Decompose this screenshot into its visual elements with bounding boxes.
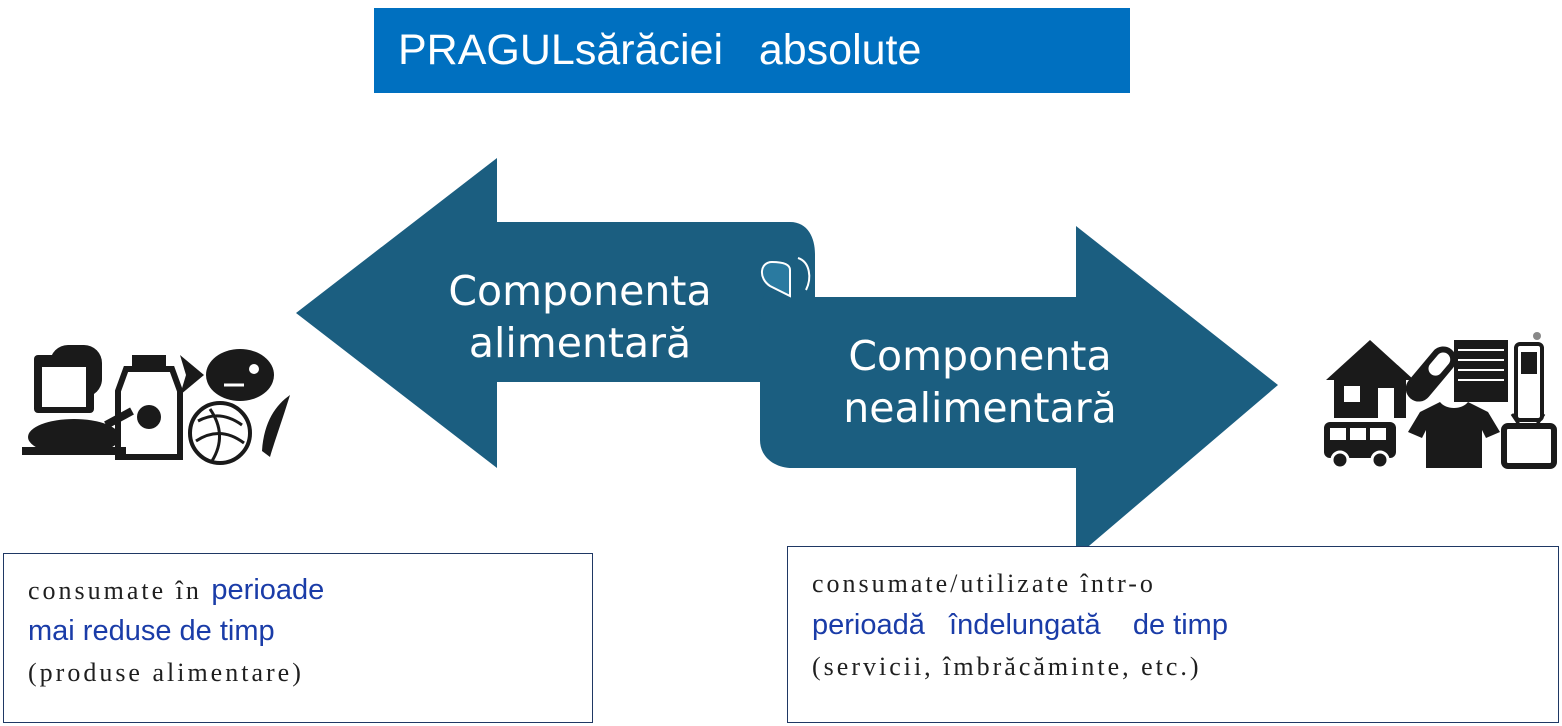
food-icons [22, 345, 290, 465]
house-icon [1326, 340, 1414, 418]
food-desc-periods: perioade [211, 574, 325, 606]
fish-icon [180, 349, 274, 401]
nonfood-desc-line1: consumate/utilizate într-o [812, 569, 1156, 598]
left-label-line1: Componenta [448, 267, 712, 315]
pill-icon [1405, 346, 1457, 402]
scroll-curl [761, 260, 791, 298]
nonfood-description-box: consumate/utilizate într-o perioadă înde… [787, 546, 1559, 723]
title-text: PRAGULsărăciei absolute [398, 22, 921, 78]
tshirt-icon [1408, 402, 1500, 468]
food-desc-consumed: consumate în [28, 576, 212, 605]
title-rest: absolute [758, 26, 922, 74]
right-arrow [760, 226, 1278, 557]
left-arrow-label: Componenta alimentară [410, 265, 750, 369]
scroll-fold-line [797, 257, 811, 291]
title-main: PRAGULsărăciei [398, 26, 723, 74]
tv-icon [1501, 413, 1557, 469]
bread-icon [34, 345, 102, 413]
nonfood-desc-line2: perioadă îndelungată de timp [812, 609, 1228, 641]
bus-icon [1324, 422, 1396, 470]
roast-chicken-icon [22, 407, 134, 455]
book-icon [1454, 340, 1508, 402]
title-banner: PRAGULsărăciei absolute [374, 8, 1130, 93]
food-desc-line2: mai reduse de timp [28, 615, 275, 647]
milk-bottle-icon [115, 355, 183, 460]
nonfood-desc-line3: (servicii, îmbrăcăminte, etc.) [812, 652, 1202, 681]
food-desc-line3: (produse alimentare) [28, 658, 304, 687]
right-arrow-label: Componenta nealimentară [790, 330, 1170, 434]
food-description-box: consumate în perioade mai reduse de timp… [3, 553, 593, 723]
vegetables-icon [188, 395, 290, 465]
left-label-line2: alimentară [468, 319, 692, 367]
food-desc-line1: consumate în perioade [28, 574, 568, 607]
left-arrow [296, 158, 815, 468]
nonfood-icons [1324, 332, 1557, 470]
right-label-line1: Componenta [848, 332, 1112, 380]
phone-icon [1514, 332, 1544, 422]
right-label-line2: nealimentară [843, 384, 1117, 432]
